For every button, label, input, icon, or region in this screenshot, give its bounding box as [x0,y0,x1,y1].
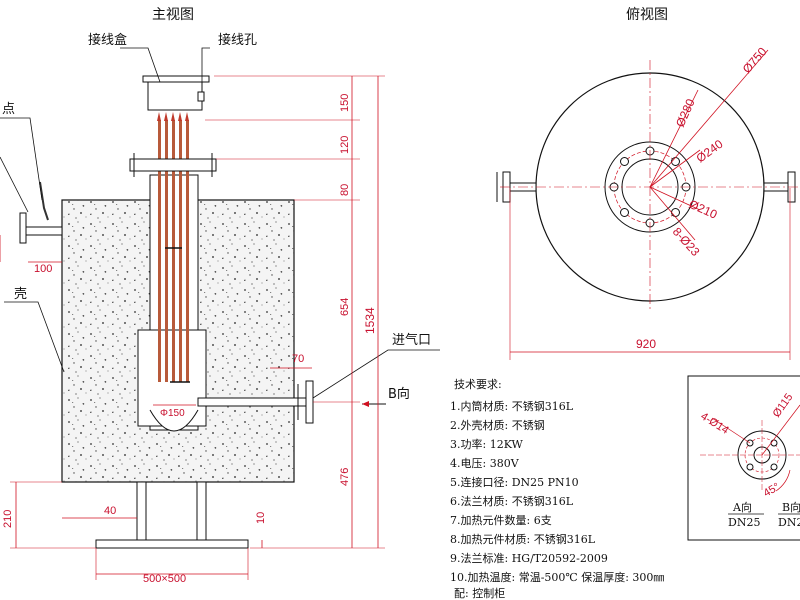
spec-item: 7.加热元件数量: 6支 [450,514,552,527]
dim-120: 120 [339,136,351,154]
dim-top-750: Ø750 [740,44,770,76]
spec-item: 1.内筒材质: 不锈钢316L [450,399,574,413]
heater-rods [158,120,190,383]
dim-40: 40 [104,505,116,517]
detail-a-view: A向 [732,500,752,514]
spec-item: 配: 控制柜 [454,586,505,600]
base-plate [95,539,249,549]
heater-rod [179,120,182,382]
label-junction-box: 接线盒 [88,32,127,48]
spec-item: 6.法兰材质: 不锈钢316L [450,494,574,508]
junction-box [147,80,203,111]
front-view-title: 主视图 [152,7,194,23]
dim-70: 70 [292,353,304,365]
right-flange [305,380,314,424]
heater-rod [158,120,161,382]
top-view-title: 俯视图 [626,7,668,23]
rod-terminals [157,112,189,121]
label-wiring-hole: 接线孔 [218,32,257,48]
heater-rod [186,120,189,382]
dim-10: 10 [255,512,267,524]
heater-rod [172,120,175,382]
front-view: 主视图 Φ150 [0,7,440,585]
dim-phi150: Φ150 [160,408,185,419]
inner-cylinder-bottom [149,409,199,432]
dim-476: 476 [339,468,351,486]
technical-specs: 技术要求: 1.内筒材质: 不锈钢316L 2.外壳材质: 不锈钢 3.功率: … [450,378,664,600]
spec-item: 5.连接口径: DN25 PN10 [450,476,579,489]
dim-100: 100 [34,263,52,275]
dim-654: 654 [339,298,351,316]
left-pipe [25,226,63,236]
left-indicator [39,181,49,221]
specs-title: 技术要求: [454,378,502,391]
flange-detail: 4-Ø14 Ø115 45° A向 DN25 B向 DN25 [687,375,800,541]
right-pipe [197,397,307,407]
spec-item: 2.外壳材质: 不锈钢 [450,418,545,432]
dim-210: 210 [2,510,14,528]
wiring-hole [197,91,205,102]
top-flange [129,158,217,172]
spec-item: 4.电压: 380V [450,457,520,470]
spec-item: 9.法兰标准: HG/T20592-2009 [450,551,608,565]
label-shell: 壳 [14,287,27,302]
dim-80: 80 [339,184,351,196]
detail-a-dn: DN25 [728,516,760,529]
top-view: 俯视图 Ø280 Ø750 Ø240 [496,7,800,360]
spec-item: 3.功率: 12KW [450,437,524,451]
detail-b-view: B向 [782,500,800,514]
vertical-dimensions: 150 120 80 654 476 1534 [205,75,385,549]
spec-item: 10.加热温度: 常温-500℃ 保温厚度: 300㎜ [450,570,664,584]
detail-b-dn: DN25 [778,516,800,529]
dim-top-width: 920 [636,337,656,351]
heater-rod [165,120,168,382]
spec-item: 8.加热元件材质: 不锈钢316L [450,532,596,546]
dim-150-box: 150 [339,94,351,112]
support-leg-right [196,481,207,541]
dim-1534: 1534 [363,307,377,334]
label-inlet: 进气口 [392,332,431,348]
label-dot-point: 点 [2,102,15,117]
detail-bolt-holes [746,439,778,471]
left-flange [19,212,27,244]
support-leg-left [136,481,147,541]
label-b-direction: B向 [388,386,410,402]
dim-base: 500×500 [143,573,186,585]
